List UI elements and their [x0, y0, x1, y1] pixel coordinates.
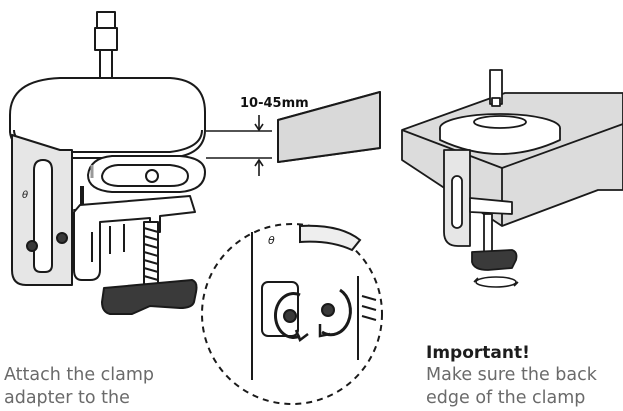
detail-mark: θ — [268, 234, 275, 247]
bracket-mark: θ — [22, 190, 28, 201]
t-handle-knob — [101, 279, 198, 315]
dimension-arrowhead-top — [254, 123, 264, 132]
desk-slab — [277, 91, 381, 163]
detail-plate — [299, 224, 362, 252]
clamp-pad-inner — [101, 164, 189, 187]
pole-right-base — [491, 97, 501, 107]
rotate-indicator-icon — [473, 276, 519, 288]
detail-bolt-2 — [321, 303, 335, 317]
important-note: Important! Make sure the back edge of th… — [426, 342, 623, 410]
dimension-marker — [206, 115, 272, 176]
base-disc-side — [439, 128, 561, 155]
rotation-arrows — [273, 288, 352, 342]
threaded-rod — [143, 221, 159, 291]
mount-assembly-right — [401, 69, 623, 288]
dimension-arrowhead-bottom — [254, 158, 264, 167]
bracket-bolt-1 — [26, 240, 38, 252]
detail-callout: θ — [201, 223, 383, 405]
clamp-right-jaw — [469, 197, 513, 215]
detail-bolt-1 — [283, 309, 297, 323]
bracket-right-slot — [451, 175, 463, 229]
t-handle-right — [471, 249, 518, 271]
clamp-right-rod — [483, 213, 493, 255]
dimension-label: 10-45mm — [240, 96, 309, 111]
pole-tip — [96, 11, 116, 29]
clamp-jaw-ribs — [109, 224, 125, 254]
bracket-bolt-2 — [56, 232, 68, 244]
mount-assembly-left: θ — [9, 11, 206, 315]
clamp-pad-screw — [145, 169, 159, 183]
bracket-slot — [33, 159, 53, 273]
detail-rod — [357, 276, 377, 360]
important-note-title: Important! — [426, 343, 530, 363]
important-note-body: Make sure the back edge of the clamp — [426, 365, 597, 408]
caption-attach-clamp: Attach the clamp adapter to the — [4, 365, 155, 408]
rotate-arrow-left-icon — [273, 292, 301, 339]
pole-cap — [94, 27, 118, 51]
base-disc-collar — [473, 115, 527, 129]
